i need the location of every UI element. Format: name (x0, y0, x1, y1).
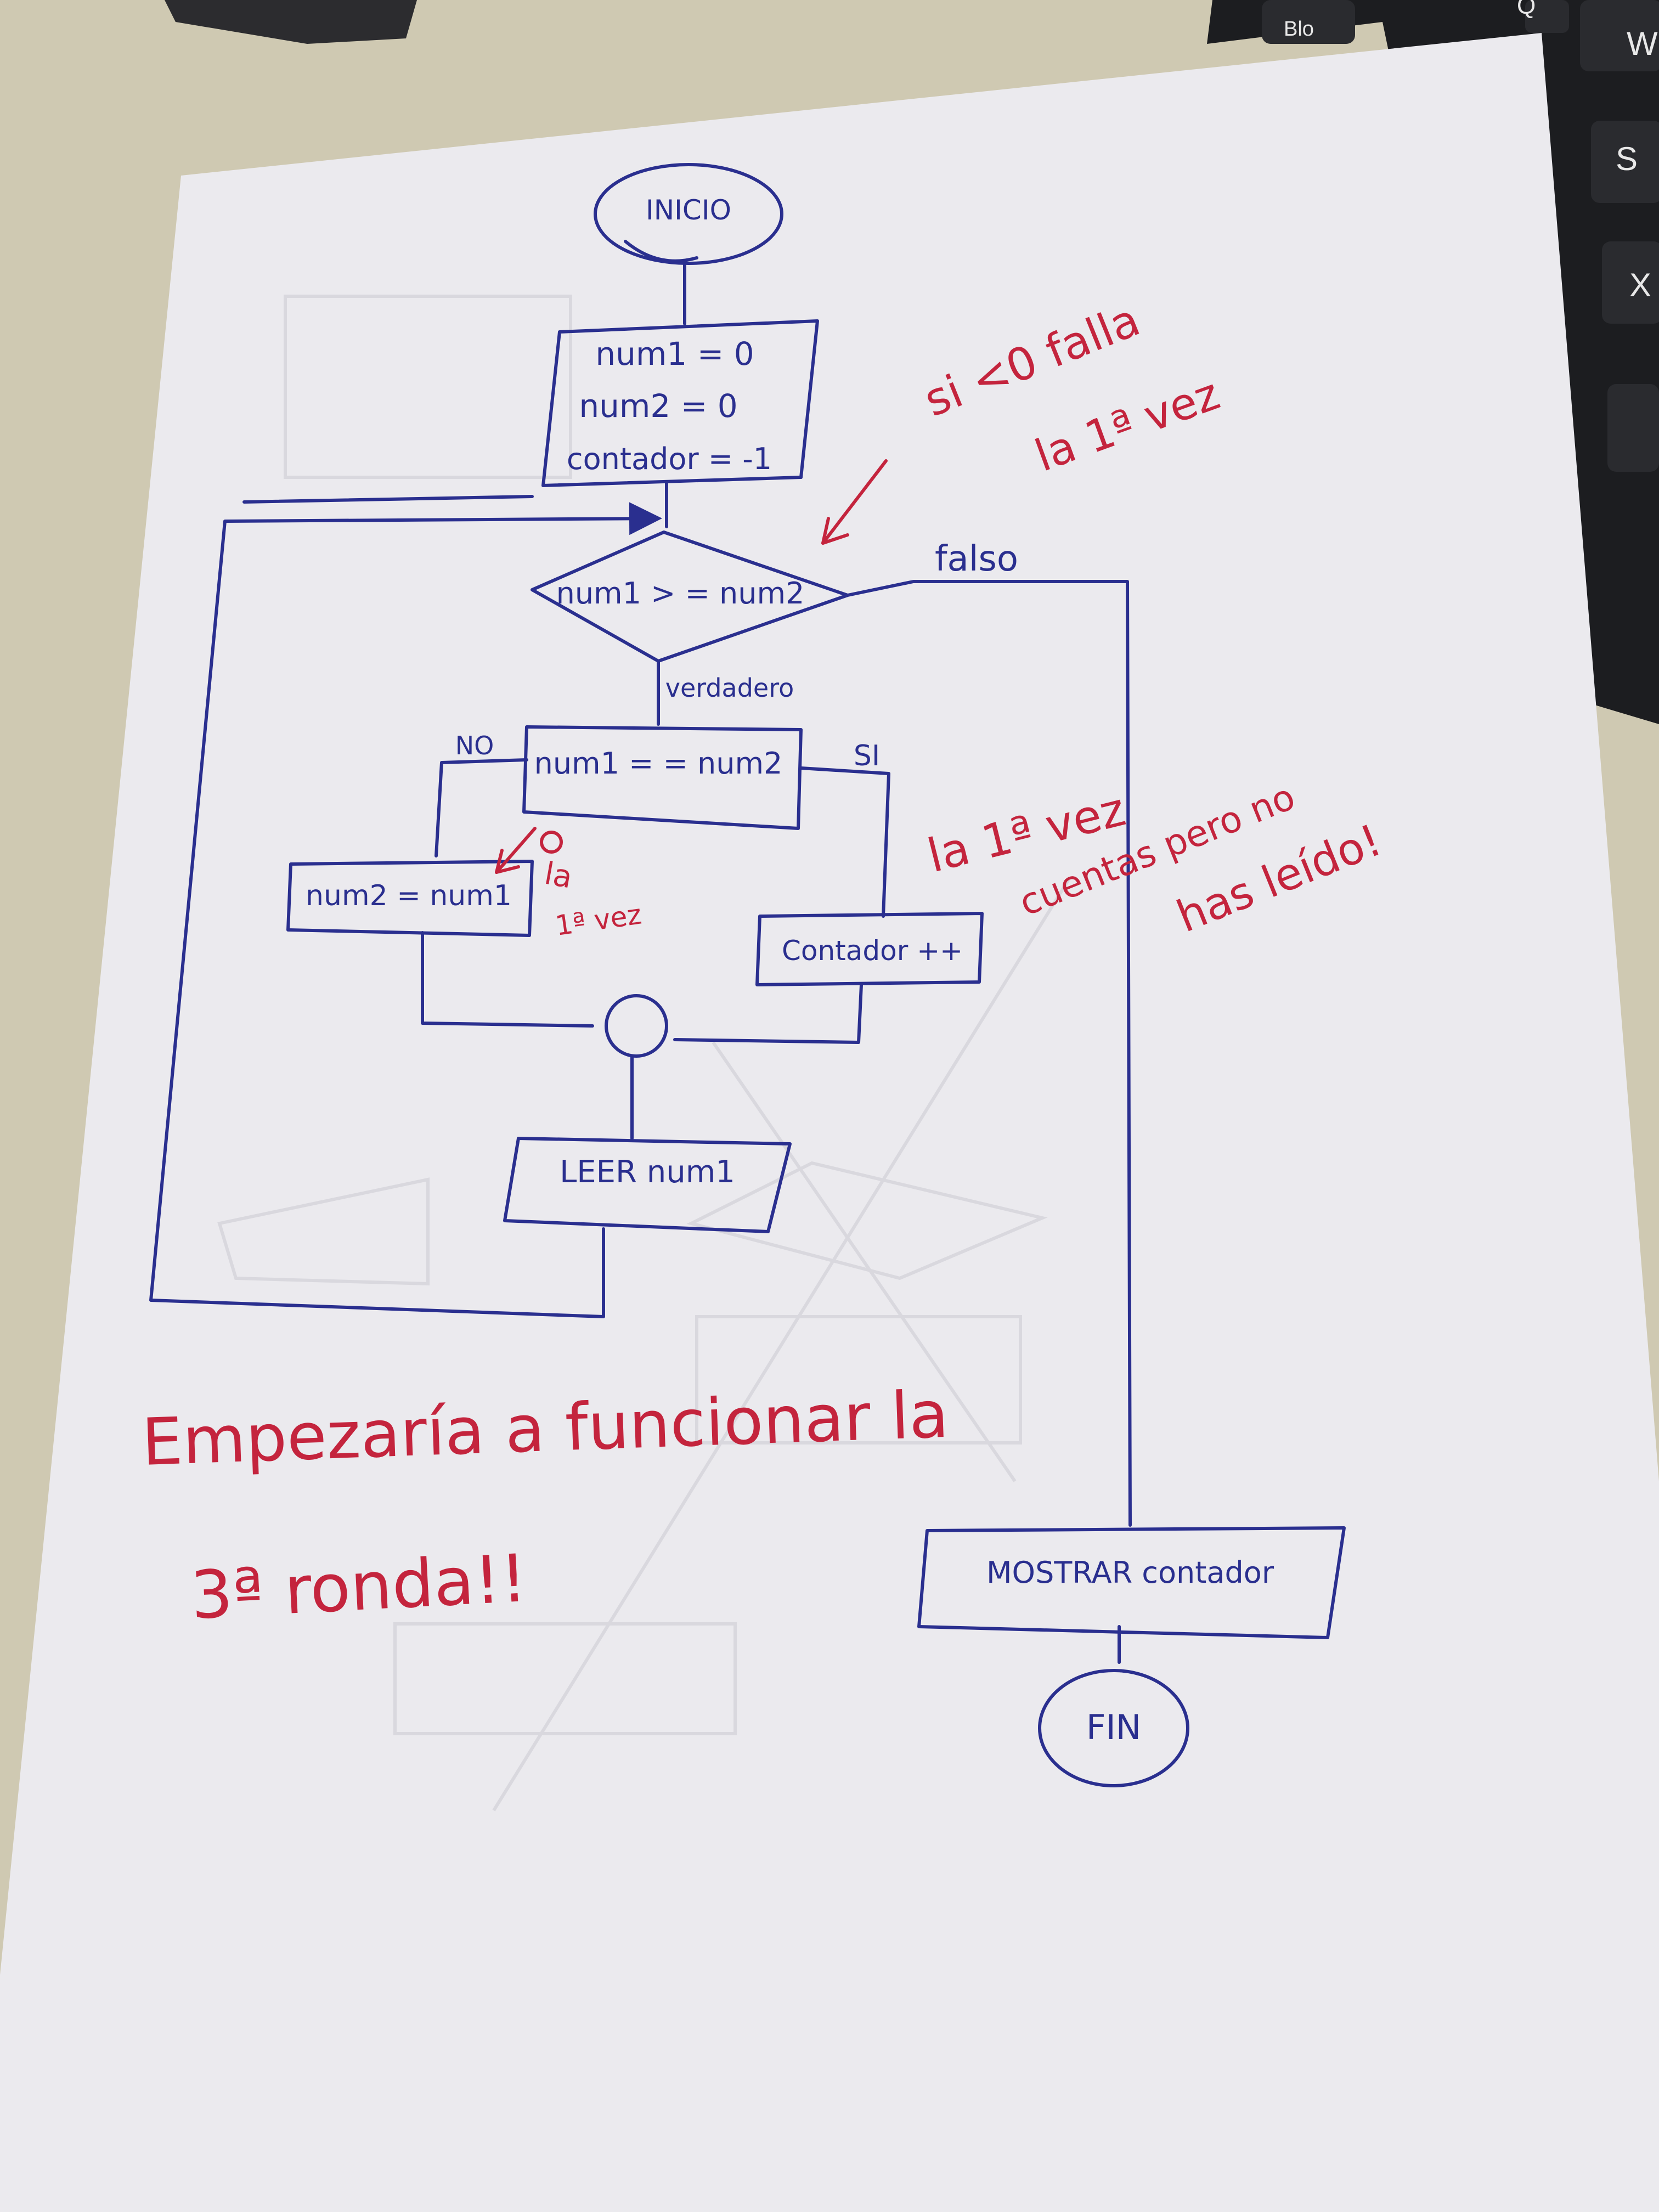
read-io-box (503, 1137, 792, 1233)
decision2-label: num1 = = num2 (534, 746, 783, 781)
start-terminal (594, 163, 783, 265)
key-x-label: X (1629, 267, 1651, 303)
output-io-box (917, 1526, 1346, 1639)
init-line-2: num2 = 0 (579, 387, 737, 425)
assign-process-box (286, 860, 534, 937)
si-label: SI (854, 740, 880, 772)
note-left-line-1: la (542, 856, 575, 896)
init-line-3: contador = -1 (567, 442, 772, 476)
decision1-label: num1 > = num2 (556, 576, 805, 611)
assign-label: num2 = num1 (306, 879, 512, 912)
increment-label: Contador ++ (782, 935, 963, 967)
no-label: NO (455, 731, 494, 760)
connector-circle (605, 994, 668, 1058)
annotation-arrow-left (495, 827, 537, 874)
init-process-box (541, 319, 819, 487)
true-label: verdadero (665, 673, 794, 703)
init-line-1: num1 = 0 (595, 335, 754, 373)
paper-show-through (217, 295, 1071, 1812)
annotation-arrow-top (821, 459, 888, 545)
key-w-label: W (1627, 25, 1658, 62)
read-label: LEER num1 (560, 1154, 735, 1190)
decision-num1-eq-num2 (522, 725, 803, 830)
start-label: INICIO (646, 194, 731, 226)
key-q-label: Q (1517, 0, 1536, 19)
end-terminal (1038, 1669, 1189, 1787)
increment-process-box (755, 912, 984, 986)
end-label: FIN (1086, 1707, 1141, 1747)
key-partial-label: Blo (1284, 18, 1314, 41)
dark-object-top-left (165, 0, 417, 44)
false-label: falso (935, 539, 1018, 579)
note-bottom-line-2: 3ª ronda!! (189, 1541, 529, 1634)
paper-sheet (0, 33, 1659, 2212)
key-s-label: S (1616, 140, 1638, 177)
output-label: MOSTRAR contador (986, 1555, 1274, 1590)
flowchart (149, 163, 1346, 1787)
